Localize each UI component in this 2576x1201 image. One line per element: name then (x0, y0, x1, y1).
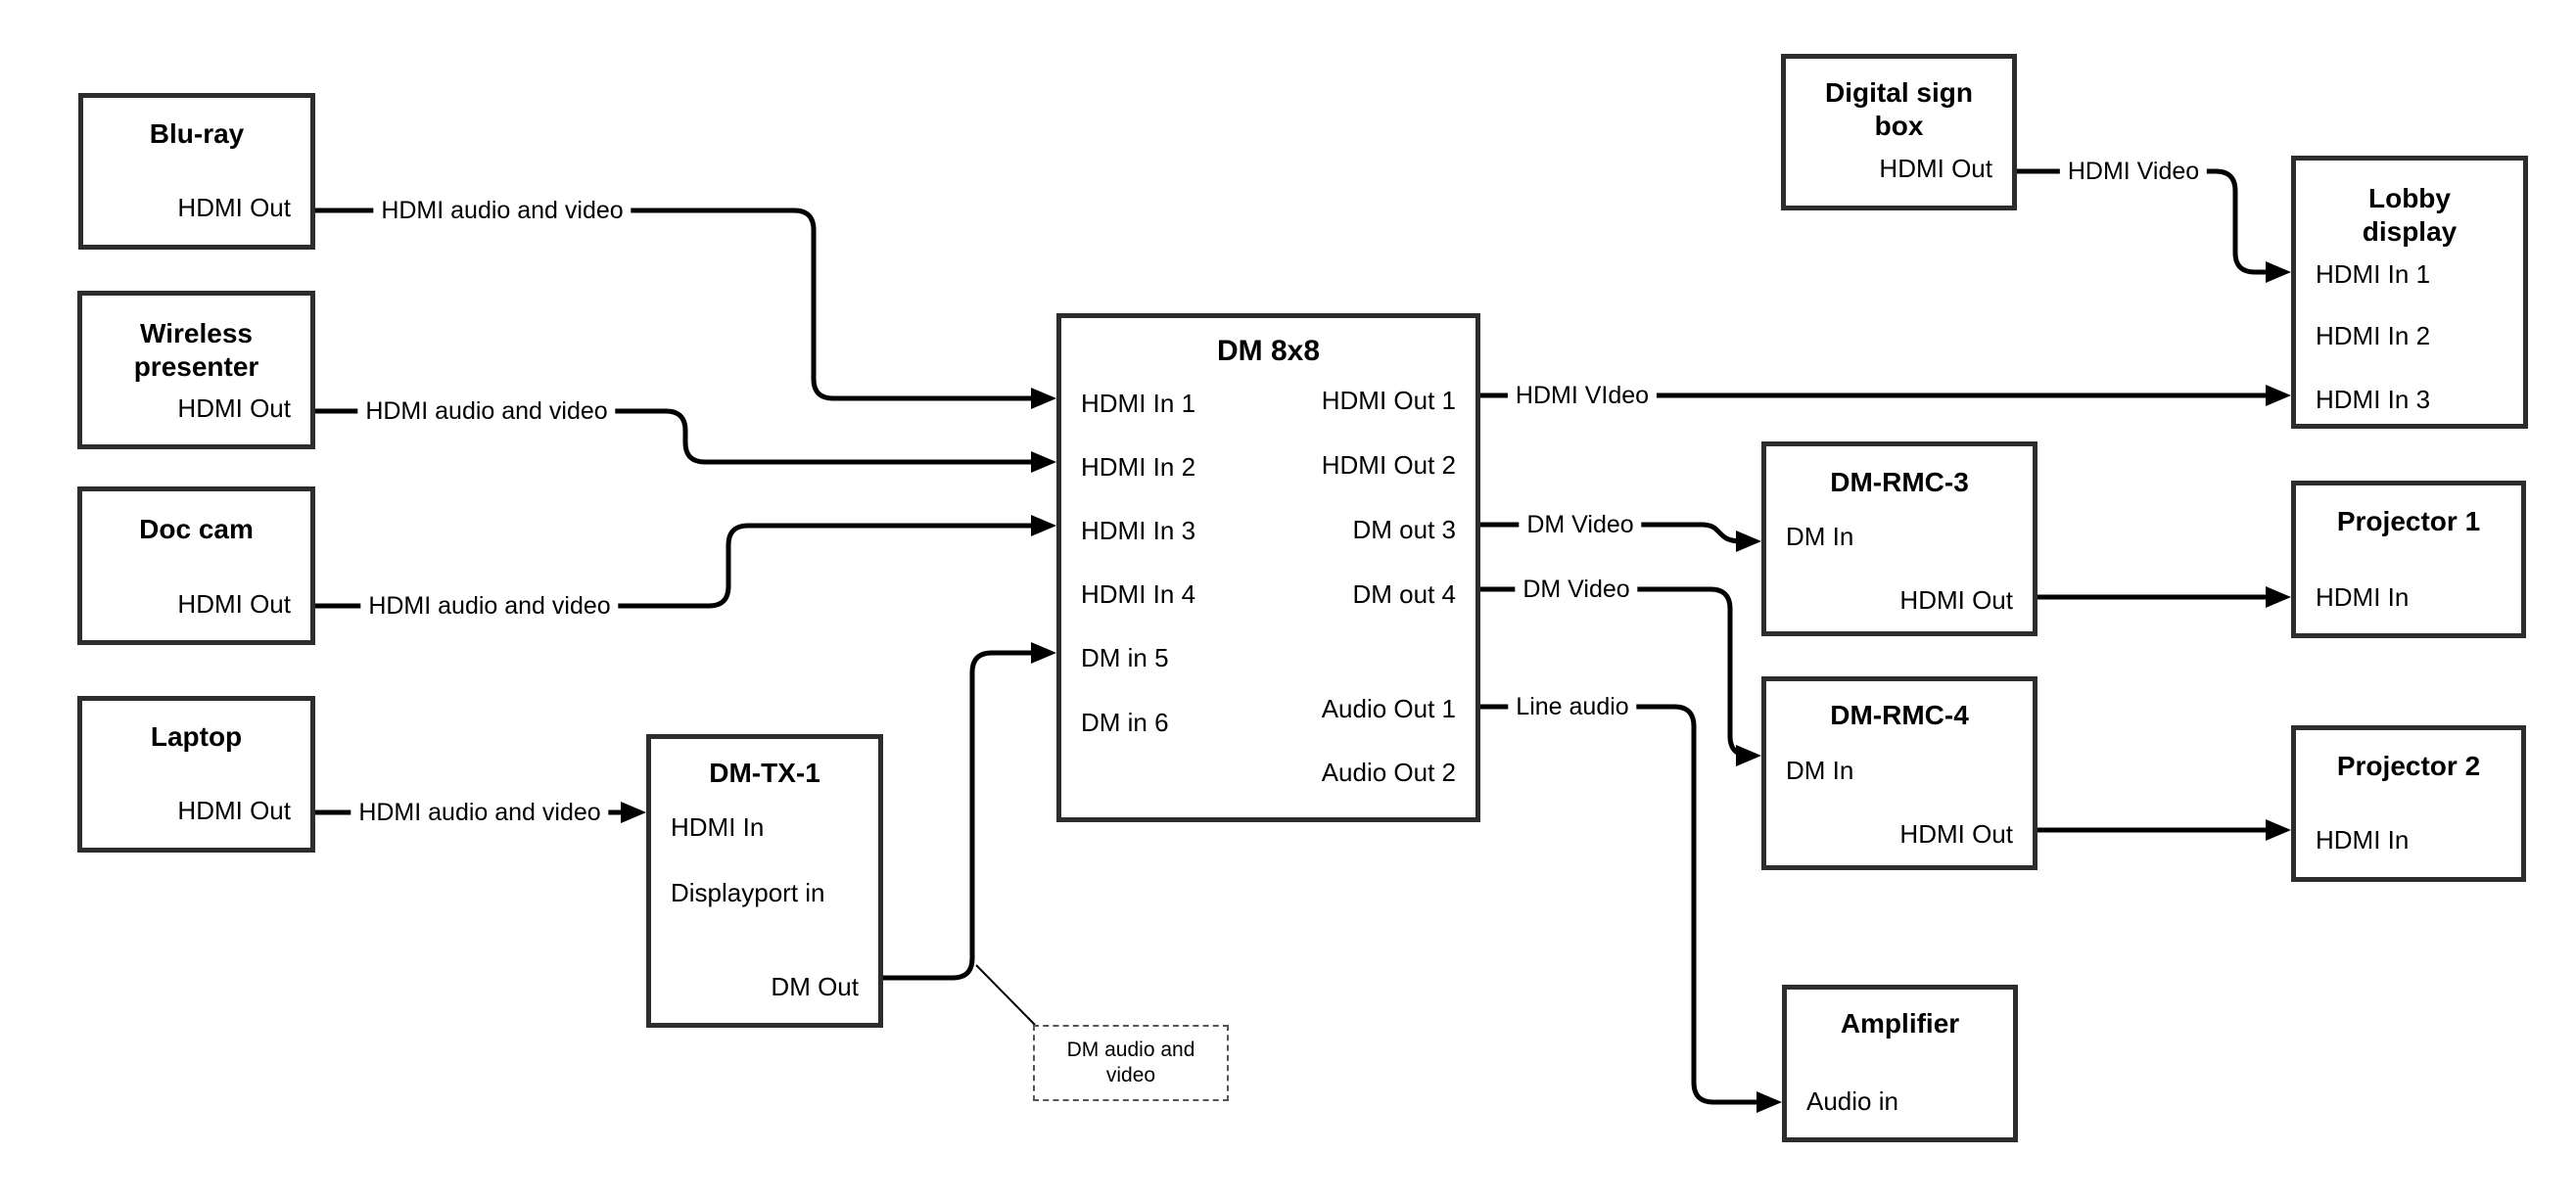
wire-dm8x8-audio1-to-amplifier (1480, 704, 1761, 1105)
dmtx1-port-displayport-in: Displayport in (671, 878, 825, 907)
dm8x8-port-hdmi-in-3: HDMI In 3 (1081, 516, 1196, 545)
dm8x8-port-audio-out-1: Audio Out 1 (1321, 694, 1456, 723)
node-wireless-presenter[interactable]: Wireless presenter HDMI Out (77, 291, 315, 449)
node-laptop-title: Laptop (150, 721, 243, 752)
note-dm-audio-video: DM audio and video (1033, 1025, 1229, 1101)
wire-label-line-audio: Line audio (1508, 693, 1637, 720)
node-proj2-title: Projector 2 (2336, 751, 2481, 781)
arrowhead-proj2-hdmi-in (2266, 819, 2291, 841)
node-doccam[interactable]: Doc cam HDMI Out (77, 486, 315, 645)
dm8x8-port-dm-out-3: DM out 3 (1352, 515, 1457, 544)
dmrmc3-port-hdmi-out: HDMI Out (1899, 585, 2013, 615)
wire-dmtx1-to-dm8x8-in5 (883, 650, 1036, 981)
arrowhead-dm8x8-in1 (1031, 388, 1056, 409)
node-amplifier[interactable]: Amplifier Audio in (1782, 985, 2018, 1142)
wire-label-wireless-hdmi-av: HDMI audio and video (357, 397, 616, 425)
node-dmrmc4[interactable]: DM-RMC-4 DM In HDMI Out (1761, 676, 2037, 870)
laptop-port-hdmi-out: HDMI Out (177, 796, 291, 825)
wire-dm8x8-out4-to-dmrmc4 (1480, 586, 1751, 759)
node-laptop[interactable]: Laptop HDMI Out (77, 696, 315, 853)
wireless-port-hdmi-out: HDMI Out (177, 393, 291, 423)
arrowhead-dm8x8-in2 (1031, 451, 1056, 473)
arrowhead-lobby-in1 (2266, 261, 2291, 283)
node-amplifier-title: Amplifier (1840, 1008, 1960, 1039)
node-dm8x8-title: DM 8x8 (1216, 335, 1321, 367)
wire-label-digitalsign-hdmi-video: HDMI Video (2059, 158, 2208, 185)
dm8x8-port-dm-in-6: DM in 6 (1081, 708, 1169, 737)
dmrmc4-port-dm-in: DM In (1786, 756, 1854, 785)
dm8x8-port-audio-out-2: Audio Out 2 (1321, 758, 1456, 787)
wire-label-dm-video-out4: DM Video (1515, 576, 1638, 603)
node-dmtx1[interactable]: DM-TX-1 HDMI In Displayport in DM Out (646, 734, 883, 1028)
wireless-title-line1: Wireless (140, 318, 253, 348)
proj1-port-hdmi-in: HDMI In (2316, 582, 2410, 612)
proj2-port-hdmi-in: HDMI In (2316, 825, 2410, 855)
dm8x8-port-hdmi-out-2: HDMI Out 2 (1321, 450, 1456, 480)
node-doccam-title: Doc cam (139, 514, 254, 544)
node-proj1-title: Projector 1 (2336, 506, 2481, 536)
dm8x8-port-hdmi-in-4: HDMI In 4 (1081, 579, 1196, 609)
amplifier-port-audio-in: Audio in (1806, 1086, 1898, 1116)
arrowhead-proj1-hdmi-in (2266, 586, 2291, 608)
digitalsign-port-hdmi-out: HDMI Out (1879, 154, 1992, 183)
node-projector1[interactable]: Projector 1 HDMI In (2291, 481, 2526, 638)
wireless-title-line2: presenter (133, 351, 259, 382)
node-dmrmc3[interactable]: DM-RMC-3 DM In HDMI Out (1761, 441, 2037, 636)
dm8x8-port-dm-in-5: DM in 5 (1081, 643, 1169, 672)
dmrmc3-port-dm-in: DM In (1786, 522, 1854, 551)
arrowhead-amplifier-audio-in (1756, 1091, 1782, 1113)
node-bluray-title: Blu-ray (149, 118, 245, 149)
wire-label-bluray-hdmi-av: HDMI audio and video (373, 197, 632, 224)
wire-bluray-to-dm8x8-in1 (315, 208, 1036, 401)
wire-label-doccam-hdmi-av: HDMI audio and video (360, 592, 619, 620)
bluray-port-hdmi-out: HDMI Out (177, 193, 291, 222)
lobby-title-line2: display (2362, 216, 2458, 247)
node-digital-sign-box[interactable]: Digital sign box HDMI Out (1781, 54, 2017, 210)
node-dm8x8[interactable]: DM 8x8 HDMI In 1 HDMI In 2 HDMI In 3 HDM… (1056, 313, 1480, 822)
dm8x8-port-hdmi-out-1: HDMI Out 1 (1321, 386, 1456, 415)
lobby-port-hdmi-in-2: HDMI In 2 (2316, 321, 2431, 350)
node-dmtx1-title: DM-TX-1 (709, 758, 820, 788)
arrowhead-dmrmc3-dm-in (1736, 531, 1761, 552)
node-dmrmc4-title: DM-RMC-4 (1830, 700, 1969, 730)
wire-digitalsign-to-lobby-in1 (2017, 168, 2271, 275)
arrowhead-dmtx1-hdmi-in (621, 802, 646, 823)
leader-line-dm-note (975, 964, 1036, 1026)
digitalsign-title-line2: box (1874, 111, 1924, 141)
digitalsign-title-line1: Digital sign (1825, 77, 1973, 108)
node-wireless-title: Wireless presenter (82, 317, 310, 384)
wire-label-hdmi-video-out1: HDMI VIdeo (1507, 382, 1658, 409)
arrowhead-dmrmc4-dm-in (1736, 745, 1761, 766)
node-lobby-title: Lobby display (2296, 182, 2523, 249)
arrowhead-lobby-in3 (2266, 385, 2291, 406)
dm8x8-port-dm-out-4: DM out 4 (1352, 579, 1457, 609)
arrowhead-dm8x8-in3 (1031, 515, 1056, 536)
note-dm-audio-video-text: DM audio and video (1066, 1039, 1195, 1086)
node-bluray[interactable]: Blu-ray HDMI Out (78, 93, 315, 250)
node-digitalsign-title: Digital sign box (1786, 76, 2012, 143)
dmtx1-port-hdmi-in: HDMI In (671, 812, 765, 842)
lobby-port-hdmi-in-1: HDMI In 1 (2316, 259, 2431, 289)
lobby-title-line1: Lobby (2368, 183, 2451, 213)
wire-label-dm-video-out3: DM Video (1519, 511, 1642, 538)
doccam-port-hdmi-out: HDMI Out (177, 589, 291, 619)
dmrmc4-port-hdmi-out: HDMI Out (1899, 819, 2013, 849)
node-lobby-display[interactable]: Lobby display HDMI In 1 HDMI In 2 HDMI I… (2291, 156, 2528, 429)
lobby-port-hdmi-in-3: HDMI In 3 (2316, 385, 2431, 414)
node-projector2[interactable]: Projector 2 HDMI In (2291, 725, 2526, 882)
dmtx1-port-dm-out: DM Out (771, 972, 859, 1001)
dm8x8-port-hdmi-in-1: HDMI In 1 (1081, 389, 1196, 418)
node-dmrmc3-title: DM-RMC-3 (1830, 467, 1969, 497)
dm8x8-port-hdmi-in-2: HDMI In 2 (1081, 452, 1196, 482)
arrowhead-dm8x8-in5 (1031, 642, 1056, 664)
wire-label-laptop-hdmi-av: HDMI audio and video (351, 799, 609, 826)
